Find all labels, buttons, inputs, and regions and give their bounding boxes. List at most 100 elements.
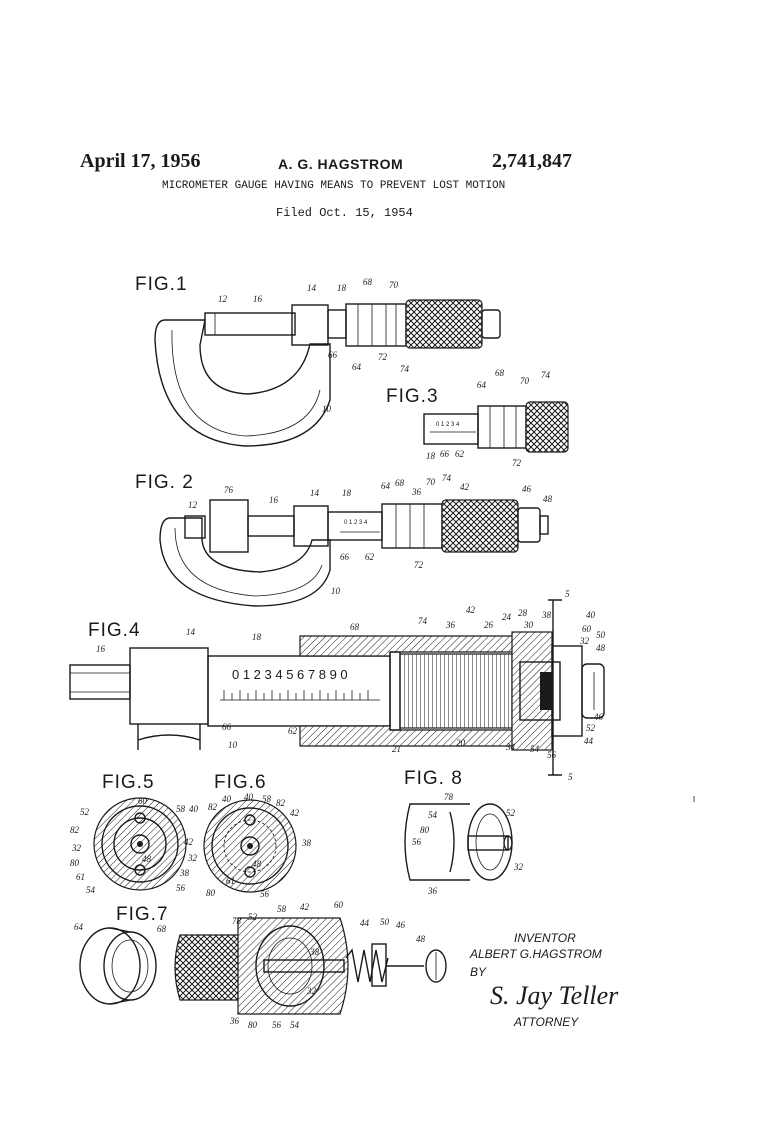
fig2-ref-68: 68 [395,478,405,488]
fig4-ref-38: 38 [541,610,552,620]
fig5-label: FIG.5 [102,772,155,793]
fig6-label: FIG.6 [214,772,267,793]
fig5-ref-32: 32 [71,843,82,853]
fig7-ref-32: 32 [306,986,317,996]
fig6-ref-42: 42 [290,808,300,818]
fig8-ref-54: 54 [428,810,438,820]
fig4-section-5-top: 5 [565,589,570,599]
fig8-ref-36: 36 [427,886,438,896]
fig7-ref-60: 60 [334,900,344,910]
fig2-ref-14: 14 [310,488,320,498]
fig5-ref-54: 54 [86,885,96,895]
fig2-ref-74: 74 [442,473,452,483]
attorney-signature: S. Jay Teller [490,981,619,1010]
figure-4: FIG.4 0 1 2 3 4 5 6 7 8 9 0 5 5 16 14 18 [69,589,606,782]
fig7-ref-64: 64 [74,922,84,932]
fig2-ref-64: 64 [381,481,391,491]
fig6-ref-48: 48 [252,859,262,869]
fig8-ref-80: 80 [420,825,430,835]
fig4-ref-46: 46 [594,712,604,722]
fig4-ref-30: 30 [523,620,534,630]
fig1-ref-10: 10 [322,404,332,414]
fig5-ref-56: 56 [176,883,186,893]
fig7-ref-50: 50 [380,917,390,927]
figure-6: FIG.6 40 40 58 82 82 42 38 32 48 61 80 5… [187,772,312,899]
signature-block: INVENTOR ALBERT G.HAGSTROM BY S. Jay Tel… [469,931,619,1029]
fig7-ref-46: 46 [396,920,406,930]
fig3-ref-74: 74 [541,370,551,380]
fig1-ref-70: 70 [389,280,399,290]
fig4-ref-68: 68 [350,622,360,632]
fig6-ref-82b: 82 [208,802,218,812]
fig5-ref-52: 52 [80,807,90,817]
fig4-ref-20: 20 [456,738,466,748]
fig5-ref-40: 40 [189,804,199,814]
figure-3: FIG.3 0 1 2 3 4 64 68 70 74 18 66 62 72 [386,368,569,468]
fig7-ref-80: 80 [248,1020,258,1030]
fig4-ref-60: 60 [582,624,592,634]
fig7-ref-48: 48 [416,934,426,944]
fig5-ref-61: 61 [76,872,85,882]
fig7-ref-44: 44 [360,918,370,928]
fig5-ref-60: 60 [138,796,148,806]
fig4-ref-32: 32 [579,636,590,646]
fig3-ref-66: 66 [440,449,450,459]
fig4-ref-34: 34 [505,742,516,752]
fig6-ref-61: 61 [226,876,235,886]
fig5-ref-42: 42 [184,837,194,847]
fig6-ref-82a: 82 [276,798,286,808]
fig4-ref-16: 16 [96,644,106,654]
fig2-scale: 0 1 2 3 4 [344,520,368,526]
fig3-ref-64: 64 [477,380,487,390]
fig4-ref-24: 24 [502,612,512,622]
fig1-ref-16: 16 [253,294,263,304]
fig5-ref-82: 82 [70,825,80,835]
inventor-label: INVENTOR [514,931,576,945]
fig6-ref-38: 38 [301,838,312,848]
fig3-ref-18: 18 [426,451,436,461]
fig2-ref-62: 62 [365,552,375,562]
fig7-label: FIG.7 [116,904,169,925]
fig1-ref-18: 18 [337,283,347,293]
fig6-ref-58: 58 [262,794,272,804]
fig2-ref-36: 36 [411,487,422,497]
fig2-ref-72: 72 [414,560,424,570]
fig4-ref-50: 50 [596,630,606,640]
fig6-ref-80: 80 [206,888,216,898]
fig8-ref-56: 56 [412,837,422,847]
attorney-label: ATTORNEY [513,1015,579,1029]
fig6-ref-32: 32 [187,853,198,863]
fig4-ref-48: 48 [596,643,606,653]
fig7-ref-58: 58 [277,904,287,914]
figure-1: FIG.1 12 16 14 18 68 70 66 64 72 74 10 [135,274,501,447]
fig4-ref-62: 62 [288,726,298,736]
fig4-ref-56: 56 [547,750,557,760]
fig3-ref-72: 72 [512,458,522,468]
fig4-ref-28: 28 [518,608,528,618]
fig7-ref-78: 78 [232,916,242,926]
fig6-ref-56: 56 [260,889,270,899]
fig1-ref-66: 66 [328,350,338,360]
figure-8: FIG. 8 78 52 54 80 56 32 36 [404,768,524,896]
fig8-ref-78: 78 [444,792,454,802]
fig7-ref-42: 42 [300,902,310,912]
fig4-ref-10: 10 [228,740,238,750]
fig4-ref-42: 42 [466,605,476,615]
fig1-ref-12: 12 [218,294,228,304]
fig2-ref-10: 10 [331,586,341,596]
fig3-ref-68: 68 [495,368,505,378]
fig4-ref-36: 36 [445,620,456,630]
fig7-ref-52: 52 [248,912,258,922]
fig2-ref-12: 12 [188,500,198,510]
fig2-ref-70: 70 [426,477,436,487]
fig4-ref-21: 21 [392,744,401,754]
fig2-ref-66: 66 [340,552,350,562]
figure-2: FIG. 2 0 1 2 3 4 12 76 16 14 18 64 68 36… [135,472,553,607]
fig1-ref-68: 68 [363,277,373,287]
fig4-ref-14: 14 [186,627,196,637]
fig1-ref-74: 74 [400,364,410,374]
patent-number: 2,741,847 [492,150,572,172]
fig2-ref-46: 46 [522,484,532,494]
inventor-full-name: ALBERT G.HAGSTROM [469,947,602,961]
